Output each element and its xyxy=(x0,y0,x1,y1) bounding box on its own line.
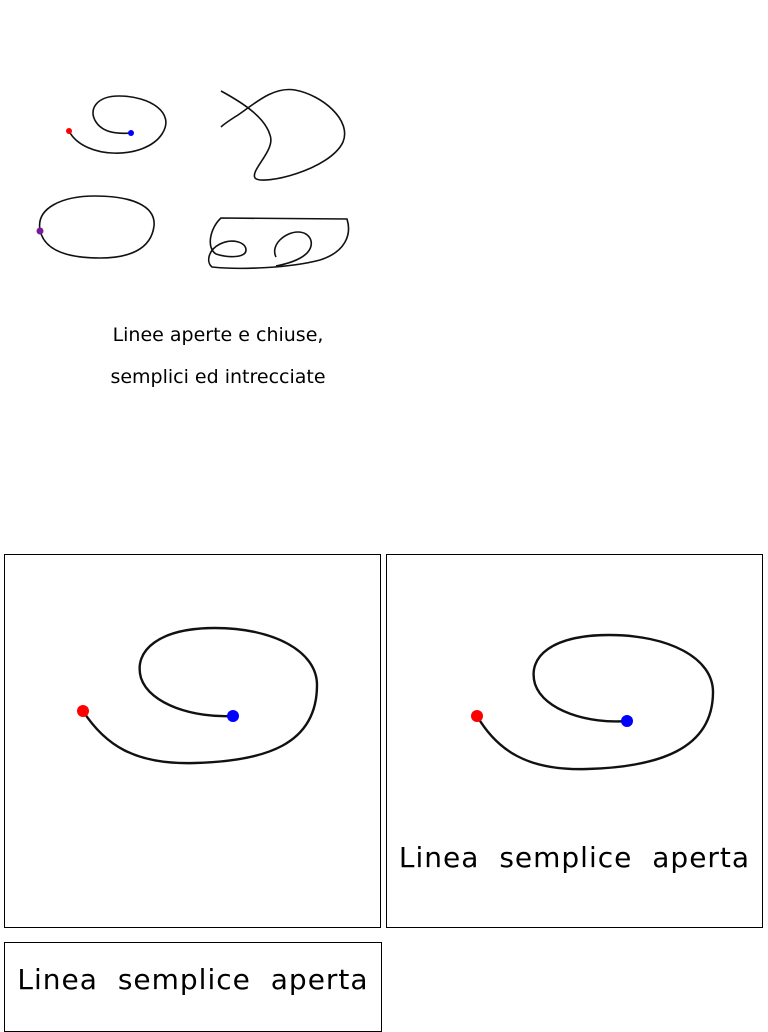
line-examples-svg xyxy=(36,88,350,270)
picture-label-card: Linea semplice aperta xyxy=(386,554,763,928)
start-end-point xyxy=(36,227,44,235)
crossed-path xyxy=(220,88,346,181)
closed-crossed-path xyxy=(207,217,350,270)
open-simple-line-picture xyxy=(471,633,715,771)
card-label: Linea semplice aperta xyxy=(398,841,751,874)
closed-simple-line-example xyxy=(36,195,155,259)
spiral-path xyxy=(68,95,167,154)
closed-crossed-line-example xyxy=(207,217,350,270)
spiral-path xyxy=(475,633,715,771)
caption-line-2: semplici ed intrecciate xyxy=(110,366,326,388)
start-point xyxy=(66,128,72,134)
line-examples-figure xyxy=(0,0,768,300)
start-point xyxy=(77,705,89,717)
inner-loop-path xyxy=(273,231,313,267)
end-point xyxy=(621,715,633,727)
open-crossed-line-example xyxy=(220,88,346,181)
open-simple-line-example xyxy=(66,95,167,154)
spiral-path xyxy=(81,626,319,765)
start-point xyxy=(471,710,483,722)
closed-path xyxy=(38,195,155,259)
picture-card xyxy=(4,554,381,928)
card-label: Linea semplice aperta xyxy=(17,963,369,996)
end-point xyxy=(227,710,239,722)
open-simple-line-picture xyxy=(77,626,319,765)
caption-line-1: Linee aperte e chiuse, xyxy=(112,324,324,346)
end-point xyxy=(128,130,134,136)
label-card: Linea semplice aperta xyxy=(4,942,382,1032)
